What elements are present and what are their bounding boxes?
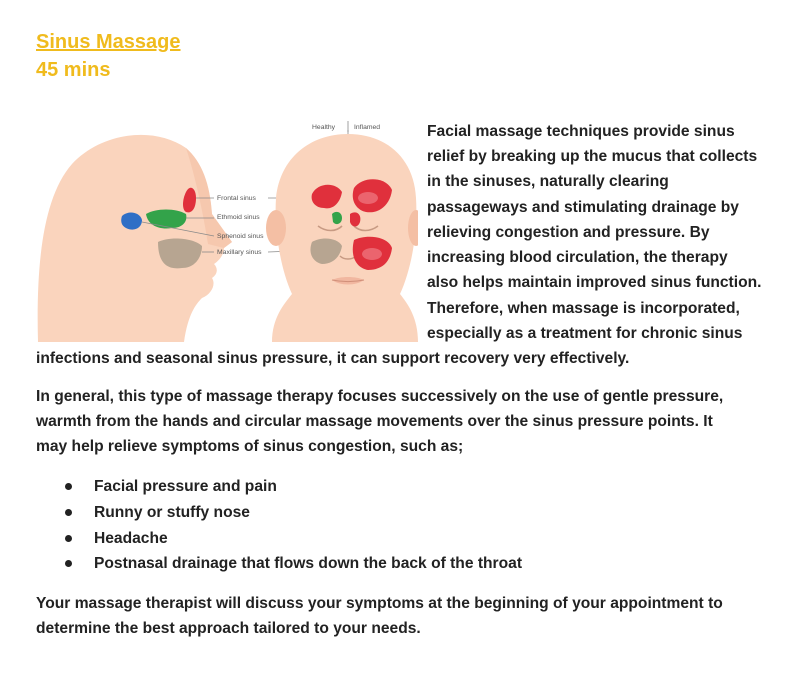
frontal-sinus-healthy (311, 184, 342, 209)
intro-line: especially as a treatment for chronic si… (427, 325, 743, 342)
list-item: Headache (36, 526, 522, 552)
service-heading: Sinus Massage 45 mins (36, 28, 181, 84)
intro-line: Therefore, when massage is incorporated, (427, 300, 740, 317)
closing-line: Your massage therapist will discuss your… (36, 595, 723, 612)
symptom-list: Facial pressure and pain Runny or stuffy… (36, 474, 522, 577)
bullet-icon (65, 560, 72, 568)
intro-line: infections and seasonal sinus pressure, … (36, 350, 630, 367)
general-line: warmth from the hands and circular massa… (36, 413, 713, 430)
label-frontal-sinus: Frontal sinus (217, 195, 257, 202)
maxillary-sinus-side (158, 238, 202, 269)
service-title: Sinus Massage (36, 31, 181, 53)
intro-line: also helps maintain improved sinus funct… (427, 274, 762, 291)
label-maxillary-sinus: Maxillary sinus (217, 249, 262, 256)
list-item: Postnasal drainage that flows down the b… (36, 551, 522, 577)
intro-line: Facial massage techniques provide sinus (427, 123, 735, 140)
side-profile-head (37, 134, 232, 342)
bullet-icon (65, 508, 72, 516)
label-inflamed: Inflamed (354, 124, 380, 131)
bullet-icon (65, 534, 72, 542)
sinus-anatomy-illustration: Frontal sinus Ethmoid sinus Sphenoid sin… (37, 121, 418, 342)
front-face (266, 134, 418, 342)
list-item: Runny or stuffy nose (36, 500, 522, 526)
intro-line: relieving congestion and pressure. By (427, 224, 710, 241)
label-sphenoid-sinus: Sphenoid sinus (217, 233, 264, 240)
ethmoid-sinus-side (146, 209, 187, 229)
bullet-icon (65, 483, 72, 490)
frontal-sinus-side (183, 187, 196, 213)
ethmoid-sinus-inflamed (350, 212, 361, 227)
intro-line: passageways and stimulating drainage by (427, 199, 739, 216)
sphenoid-sinus-side (121, 212, 142, 230)
general-line: In general, this type of massage therapy… (36, 388, 724, 405)
label-ethmoid-sinus: Ethmoid sinus (217, 214, 260, 221)
intro-line: in the sinuses, naturally clearing (427, 173, 669, 190)
closing-line: determine the best approach tailored to … (36, 620, 421, 637)
intro-line: relief by breaking up the mucus that col… (427, 148, 758, 165)
list-item: Facial pressure and pain (36, 474, 522, 500)
general-line: may help relieve symptoms of sinus conge… (36, 438, 464, 455)
maxillary-sinus-healthy (310, 238, 342, 264)
ethmoid-sinus-healthy (332, 211, 342, 225)
label-healthy: Healthy (312, 124, 336, 131)
service-duration: 45 mins (36, 59, 111, 81)
intro-line: increasing blood circulation, the therap… (427, 249, 728, 266)
